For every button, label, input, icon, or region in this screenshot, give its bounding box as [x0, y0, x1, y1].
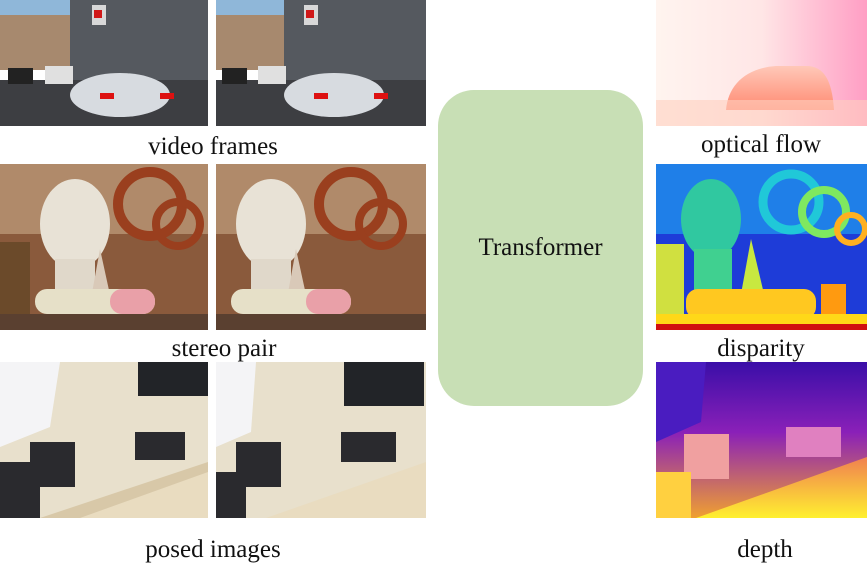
posed-image-1 — [0, 362, 208, 518]
posed-images-caption: posed images — [145, 536, 281, 563]
video-frames-caption: video frames — [148, 133, 278, 160]
stereo-pair-caption: stereo pair — [171, 335, 277, 362]
transformer-label: Transformer — [478, 234, 603, 261]
video-frame-2 — [216, 0, 426, 126]
disparity-map — [656, 164, 867, 330]
optical-flow-map — [656, 0, 867, 126]
stereo-right-image — [216, 164, 426, 330]
depth-caption: depth — [737, 536, 793, 563]
video-frame-1 — [0, 0, 208, 126]
optical-flow-caption: optical flow — [700, 131, 822, 158]
disparity-caption: disparity — [717, 335, 805, 362]
transformer-block: Transformer — [438, 90, 643, 406]
depth-map — [656, 362, 867, 518]
posed-image-2 — [216, 362, 426, 518]
stereo-left-image — [0, 164, 208, 330]
